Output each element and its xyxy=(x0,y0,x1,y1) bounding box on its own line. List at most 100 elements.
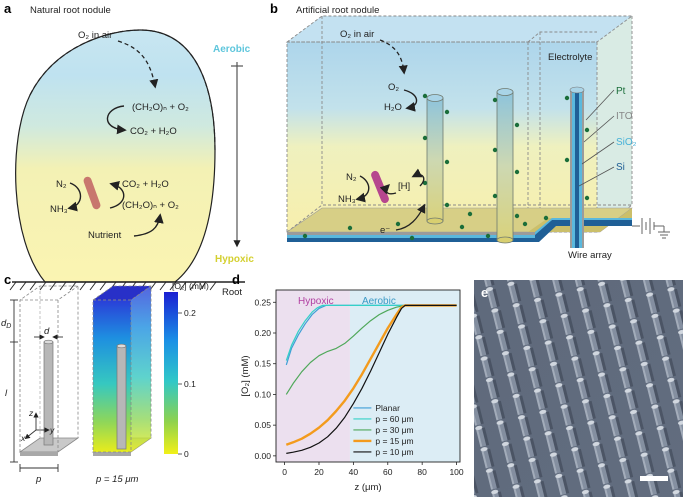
nh3-label-b: NH₃ xyxy=(338,194,356,205)
nutrient-label: Nutrient xyxy=(88,230,122,241)
x-tick-label: 40 xyxy=(349,467,359,477)
pitch-label: p xyxy=(35,474,41,485)
electrolyte-right-face xyxy=(597,16,632,232)
colorbar-tick-1: 0.1 xyxy=(184,379,196,389)
aerobic-label: Aerobic xyxy=(213,44,251,55)
pt-leader xyxy=(585,89,615,121)
legend-layer-3: Si xyxy=(616,162,625,173)
y-tick-label: 0.10 xyxy=(254,389,271,399)
ito-leader xyxy=(583,115,615,143)
nh3-label-a: NH₃ xyxy=(50,204,68,215)
x-tick-label: 80 xyxy=(417,467,427,477)
panel-a-title: Natural root nodule xyxy=(30,5,111,16)
electrolyte-label: Electrolyte xyxy=(548,52,592,63)
y-tick-label: 0.05 xyxy=(254,420,271,430)
wire-3-cross-section xyxy=(569,86,585,248)
o2-diffusion-arrow-b xyxy=(379,39,408,75)
legend-label-3: p = 15 μm xyxy=(375,436,413,446)
legend-layer-2: SiO₂ xyxy=(616,137,637,148)
diameter-label: d xyxy=(44,326,50,337)
wire-array-label: Wire array xyxy=(568,250,612,261)
x-tick-label: 0 xyxy=(282,467,287,477)
panel-d-letter: d xyxy=(232,272,240,287)
si-leader xyxy=(578,166,615,187)
o2-label-b: O₂ xyxy=(388,82,399,93)
n2-to-nh3-arrow-a xyxy=(67,182,82,212)
reaction2-top: CO₂ + H₂O xyxy=(122,179,169,190)
y-tick-label: 0.00 xyxy=(254,451,271,461)
o2-profile-chart: Hypoxic Aerobic 0 20 40 60 80 100 0.00 0.05 0.10 0.… xyxy=(240,289,464,493)
wire-1 xyxy=(426,94,444,225)
panel-b-title: Artificial root nodule xyxy=(296,5,379,16)
h2o-label-b: H₂O xyxy=(384,102,402,113)
hypoxic-label: Hypoxic xyxy=(215,254,254,265)
axes-triad xyxy=(24,412,50,440)
n2-label-b: N₂ xyxy=(346,172,357,183)
panel-c: c dD l d p z x y xyxy=(1,272,209,485)
panel-b-letter: b xyxy=(270,1,278,16)
reaction1-right: CO₂ + H₂O xyxy=(130,126,177,137)
reaction2-bottom: (CH₂O)ₙ + O₂ xyxy=(122,200,179,211)
axis-y-label: y xyxy=(49,425,55,435)
box-back-edges xyxy=(321,16,632,206)
y-tick-label: 0.20 xyxy=(254,328,271,338)
n2-to-nh3-arrow-b xyxy=(355,175,370,203)
legend-layer-1: ITO xyxy=(616,111,633,122)
o2-diffusion-arrow xyxy=(117,40,159,89)
nitrogenase-icon xyxy=(83,176,101,210)
battery-ground-icon xyxy=(632,218,670,239)
box-back-edge-2 xyxy=(286,204,323,233)
o2-in-air-label: O₂ in air xyxy=(78,30,112,41)
h-arrow-2 xyxy=(379,184,397,195)
o2-concentration-map xyxy=(91,285,153,456)
panel-b: b Artificial root nodule xyxy=(270,1,670,261)
wire-2 xyxy=(496,88,514,244)
legend-label-0: Planar xyxy=(375,403,400,413)
x-tick-label: 100 xyxy=(449,467,463,477)
unit-cell-schematic xyxy=(18,285,80,456)
map-caption: p = 15 μm xyxy=(95,474,139,485)
region-0 xyxy=(276,290,350,462)
h-arrow xyxy=(411,168,425,187)
region-label-hypoxic: Hypoxic xyxy=(298,296,334,307)
colorbar-tick-2: 0 xyxy=(184,449,189,459)
legend-layer-0: Pt xyxy=(616,86,626,97)
legend-label-1: p = 60 μm xyxy=(375,414,413,424)
x-tick-label: 20 xyxy=(314,467,324,477)
legend-label-4: p = 10 μm xyxy=(375,447,413,457)
electron-arrow xyxy=(395,203,426,231)
root-label: Root xyxy=(222,287,242,298)
panel-a: a Natural root nodule O₂ in air (CH₂O)ₙ … xyxy=(4,1,254,298)
hydrogen-label: [H] xyxy=(398,181,410,192)
reaction1-left: (CH₂O)ₙ + O₂ xyxy=(132,102,189,113)
o2-in-air-label-b: O₂ in air xyxy=(340,29,374,40)
panel-c-letter: c xyxy=(4,272,11,287)
x-axis-label: z (μm) xyxy=(354,482,381,493)
panel-d: d Hypoxic Aerobic 0 20 40 60 80 100 0.00 0.05 0.10… xyxy=(232,272,464,493)
reaction2-arrow xyxy=(109,180,125,209)
series-line-2 xyxy=(285,304,457,395)
electron-label: e⁻ xyxy=(380,225,390,236)
length-label: l xyxy=(5,388,8,399)
axis-x-label: x xyxy=(20,433,26,443)
colorbar-title: [O₂] (mM) xyxy=(172,281,209,291)
nodule-dashed-top xyxy=(29,29,216,151)
region-label-aerobic: Aerobic xyxy=(362,296,396,307)
y-tick-label: 0.25 xyxy=(254,297,271,307)
y-tick-label: 0.15 xyxy=(254,359,271,369)
substrate-front-si xyxy=(287,238,535,242)
y-axis-label: [O₂] (mM) xyxy=(240,355,251,396)
colorbar xyxy=(164,292,178,454)
scale-bar xyxy=(640,476,668,481)
panel-a-letter: a xyxy=(4,1,12,16)
panel-e-letter: e xyxy=(481,285,488,300)
orr-arrow xyxy=(403,89,418,112)
legend-label-2: p = 30 μm xyxy=(375,425,413,435)
x-tick-label: 60 xyxy=(383,467,393,477)
electrolyte-top-face xyxy=(287,16,632,42)
db-label: dD xyxy=(1,318,11,330)
panel-e: e xyxy=(474,280,683,497)
axis-z-label: z xyxy=(28,408,34,418)
plot-frame xyxy=(275,289,461,463)
